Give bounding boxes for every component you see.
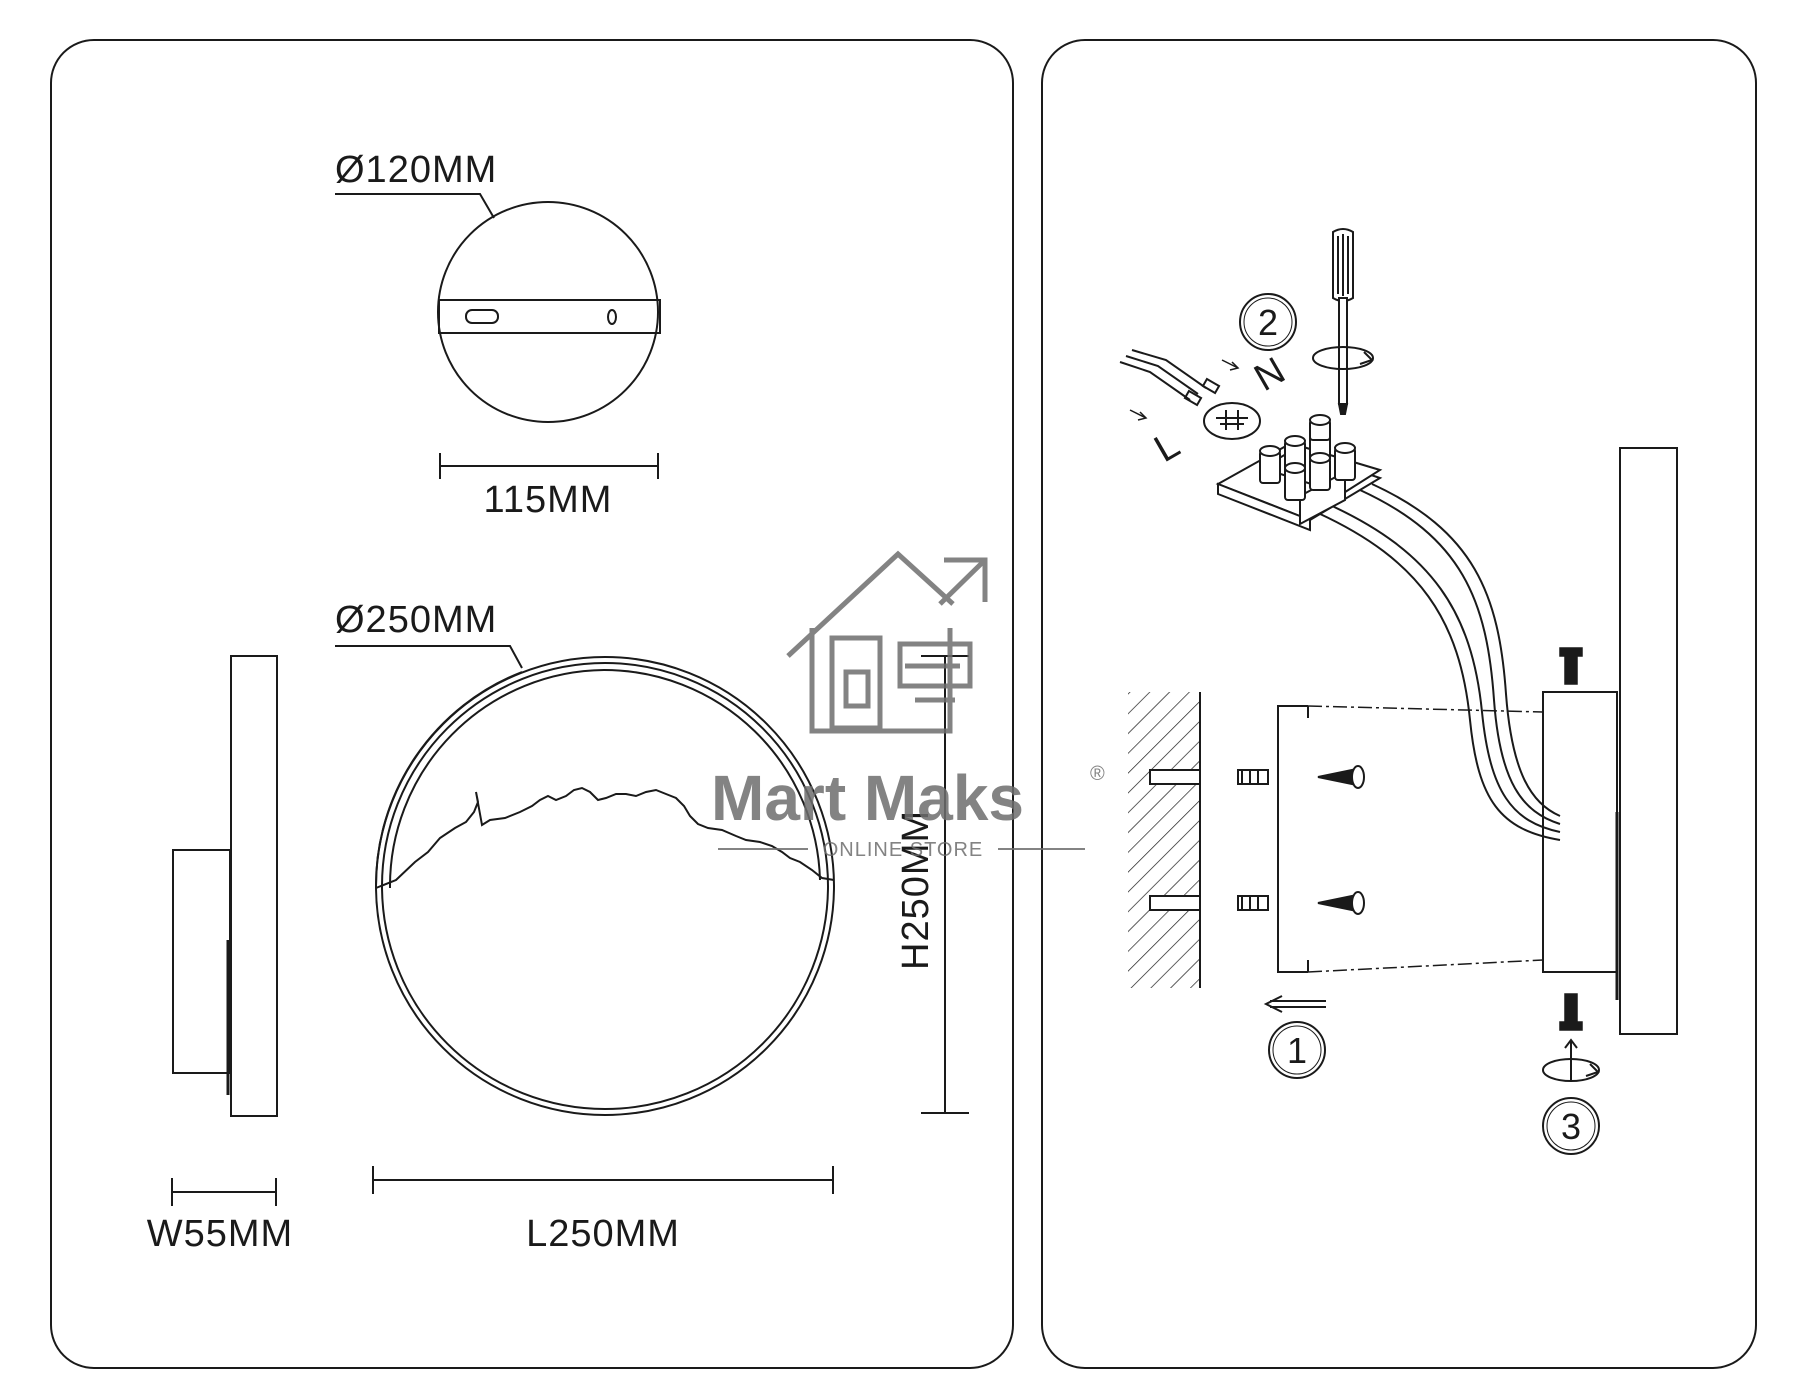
step-2-number: 2 <box>1258 302 1278 343</box>
neutral-mark: N <box>1248 349 1294 400</box>
lamp-front-view <box>374 656 835 1116</box>
bracket-screw-upper <box>1317 765 1365 789</box>
live-mark: L <box>1148 423 1188 470</box>
terminal-screw-posts <box>1259 414 1356 501</box>
watermark-house-icon <box>786 550 988 734</box>
watermark-brand: Mart Maks <box>711 762 1024 834</box>
lamp-diameter-label: Ø250MM <box>335 599 497 641</box>
power-cables <box>1317 483 1561 841</box>
mounting-bracket <box>1277 705 1309 973</box>
wall-anchor-holes <box>1149 769 1201 911</box>
mounting-base-top-view <box>437 201 661 423</box>
width-dimension-line <box>171 1178 277 1206</box>
base-screw-top <box>1559 647 1583 685</box>
diameter-callout <box>335 645 523 669</box>
alignment-guides <box>1307 705 1544 973</box>
bracket-screw-lower <box>1317 891 1365 915</box>
ground-symbol <box>1203 402 1261 440</box>
watermark-tagline: ONLINE STORE <box>823 839 984 861</box>
rotate-icon-step3 <box>1542 1058 1600 1082</box>
base-screw-bottom <box>1559 993 1583 1031</box>
width-label: W55MM <box>147 1213 293 1255</box>
wall-plug-lower <box>1237 895 1269 911</box>
watermark-registered-mark: ® <box>1090 763 1106 785</box>
supply-wires <box>1119 349 1221 407</box>
lamp-body-side <box>1619 447 1678 1035</box>
rotate-icon-step2 <box>1312 346 1374 370</box>
step1-arrow <box>1263 995 1326 1013</box>
lamp-base-side <box>1542 691 1619 1000</box>
length-dimension-line <box>372 1166 834 1194</box>
screwdriver-icon <box>1332 228 1354 415</box>
step-3-number: 3 <box>1561 1106 1581 1147</box>
lamp-side-view <box>172 655 278 1117</box>
wall-hatch <box>1128 692 1201 988</box>
base-width-dimension-line <box>439 453 659 479</box>
wall-plug-upper <box>1237 769 1269 785</box>
insertion-arrows <box>1129 359 1240 421</box>
base-diameter-label: Ø120MM <box>335 149 497 191</box>
height-label: H250MM <box>895 810 937 970</box>
base-width-label: 115MM <box>484 479 613 521</box>
step-1-badge: 1 <box>1268 1021 1326 1079</box>
step-3-badge: 3 <box>1542 1097 1600 1155</box>
length-label: L250MM <box>526 1213 680 1255</box>
step-1-number: 1 <box>1287 1030 1307 1071</box>
step-2-badge: 2 <box>1239 293 1297 351</box>
base-diameter-callout <box>335 193 495 219</box>
